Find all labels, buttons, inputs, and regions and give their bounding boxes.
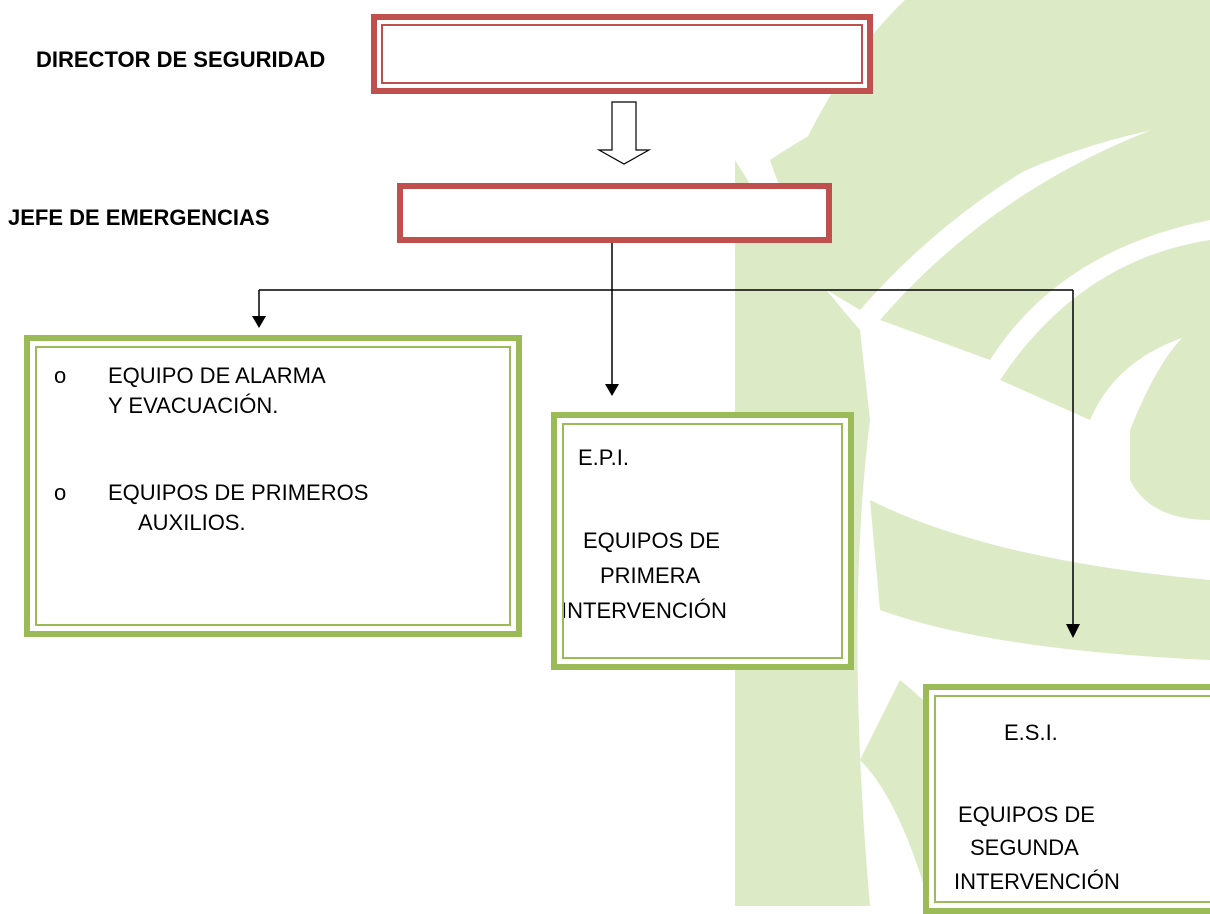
- esi-line1: EQUIPOS DE: [958, 802, 1095, 827]
- alarma-line1: EQUIPO DE ALARMA: [108, 363, 326, 388]
- jefe-label: JEFE DE EMERGENCIAS: [8, 205, 270, 230]
- list-bullet: o: [54, 480, 67, 505]
- primeros-auxilios-line1: EQUIPOS DE PRIMEROS: [108, 480, 369, 505]
- esi-line3: INTERVENCIÓN: [954, 869, 1120, 894]
- epi-line3: INTERVENCIÓN: [561, 598, 727, 623]
- alarma-line2: Y EVACUACIÓN.: [108, 393, 279, 418]
- epi-title: E.P.I.: [578, 445, 629, 470]
- arrowhead-left: [252, 316, 266, 328]
- arrowhead-center: [605, 384, 619, 396]
- primeros-auxilios-line2: AUXILIOS.: [138, 510, 246, 535]
- epi-line2: PRIMERA: [600, 563, 701, 588]
- epi-box[interactable]: E.P.I. EQUIPOS DE PRIMERA INTERVENCIÓN: [551, 412, 854, 670]
- alarma-primeros-auxilios-box[interactable]: o EQUIPO DE ALARMA Y EVACUACIÓN. o EQUIP…: [24, 335, 522, 637]
- list-bullet: o: [54, 363, 67, 388]
- esi-line2: SEGUNDA: [970, 835, 1079, 860]
- director-label: DIRECTOR DE SEGURIDAD: [36, 47, 326, 72]
- arrowheads: [252, 316, 1080, 638]
- esi-title: E.S.I.: [1004, 720, 1058, 745]
- arrowhead-right: [1066, 624, 1080, 638]
- director-box[interactable]: [371, 14, 873, 94]
- epi-line1: EQUIPOS DE: [583, 528, 720, 553]
- branch-lines: [258, 242, 1074, 624]
- esi-box[interactable]: E.S.I. EQUIPOS DE SEGUNDA INTERVENCIÓN: [923, 684, 1210, 914]
- hollow-down-arrow: [596, 101, 652, 165]
- jefe-box[interactable]: [397, 183, 832, 243]
